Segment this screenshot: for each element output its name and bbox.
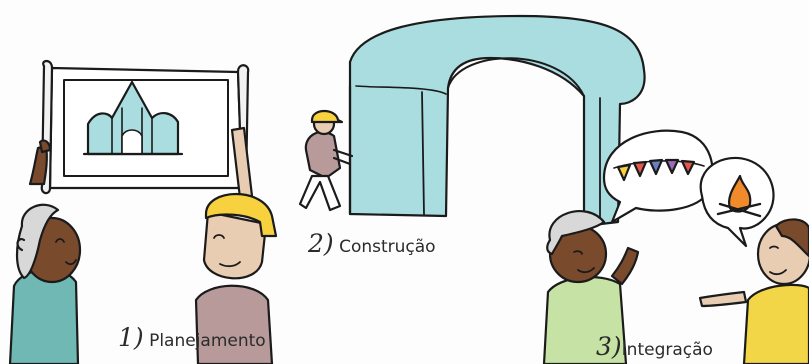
campfire-icon — [699, 156, 775, 248]
arch-structure — [348, 14, 646, 228]
bunting-icon — [602, 129, 714, 224]
step-1-number: 1) — [118, 323, 144, 352]
construction-worker — [298, 109, 354, 212]
planning-scene — [8, 59, 278, 364]
step-1-label: 1) Planejamento — [118, 323, 266, 352]
step-2-number: 2) — [308, 229, 334, 258]
woman-planner — [8, 139, 82, 364]
step-3-number: 3) — [596, 332, 622, 361]
woman-neighbor — [542, 210, 640, 364]
step-1-text: Planejamento — [149, 331, 266, 351]
man-planner — [194, 126, 278, 364]
construction-scene — [298, 14, 646, 228]
integration-scene — [542, 129, 809, 364]
woman-neighbor-right — [698, 218, 809, 364]
blueprint-icon — [40, 59, 250, 195]
step-2-text: Construção — [339, 237, 436, 257]
step-2-label: 2) Construção — [308, 229, 436, 258]
hard-hat-icon — [204, 193, 278, 238]
step-3-text: Integração — [621, 340, 713, 360]
step-3-label: 3)Integração — [596, 332, 713, 361]
